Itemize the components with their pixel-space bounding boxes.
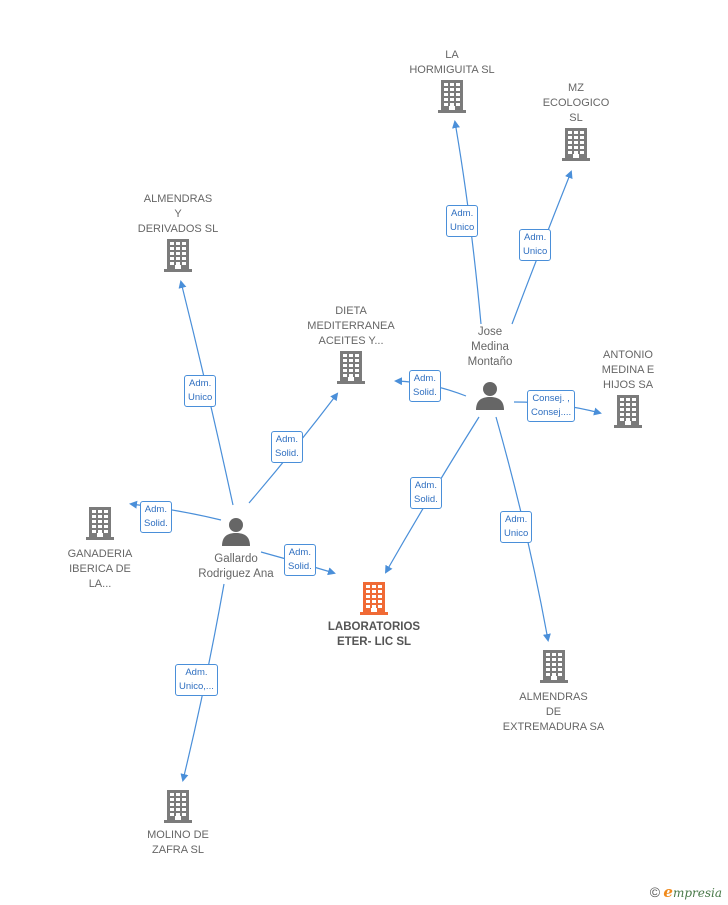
building-icon — [539, 650, 568, 683]
copyright-icon: © — [649, 884, 661, 900]
relation-label-jose-laboratorios[interactable]: Adm.Solid. — [410, 477, 442, 509]
building-icon — [86, 507, 114, 540]
building-icon — [438, 80, 466, 113]
relation-label-jose-hormiguita[interactable]: Adm.Unico — [446, 205, 479, 237]
relation-label-jose-mz[interactable]: Adm.Unico — [519, 229, 552, 261]
person-icon — [222, 518, 250, 546]
relation-label-gallardo-molino[interactable]: Adm.Unico,... — [175, 664, 218, 696]
brand-logo-initial: e — [663, 883, 673, 901]
building-icon — [164, 790, 192, 823]
relation-label-jose-dieta[interactable]: Adm.Solid. — [409, 370, 441, 402]
building-icon — [562, 128, 590, 161]
relation-label-gallardo-dieta[interactable]: Adm.Solid. — [271, 431, 303, 463]
relation-label-gallardo-laboratorios[interactable]: Adm.Solid. — [284, 544, 316, 576]
building-icon — [337, 351, 365, 384]
building-icon — [164, 239, 192, 272]
brand-footer[interactable]: © empresia — [650, 883, 722, 901]
relation-label-gallardo-almendras[interactable]: Adm.Unico — [184, 375, 217, 407]
brand-logo-text: mpresia — [672, 886, 722, 900]
person-icon — [476, 382, 504, 410]
relation-label-gallardo-ganaderia[interactable]: Adm.Solid. — [140, 501, 172, 533]
relation-label-jose-extremadura[interactable]: Adm.Unico — [500, 511, 533, 543]
building-icon — [614, 395, 642, 428]
relation-label-jose-antonio[interactable]: Consej. ,Consej.... — [527, 390, 576, 422]
building-icon — [360, 582, 388, 615]
